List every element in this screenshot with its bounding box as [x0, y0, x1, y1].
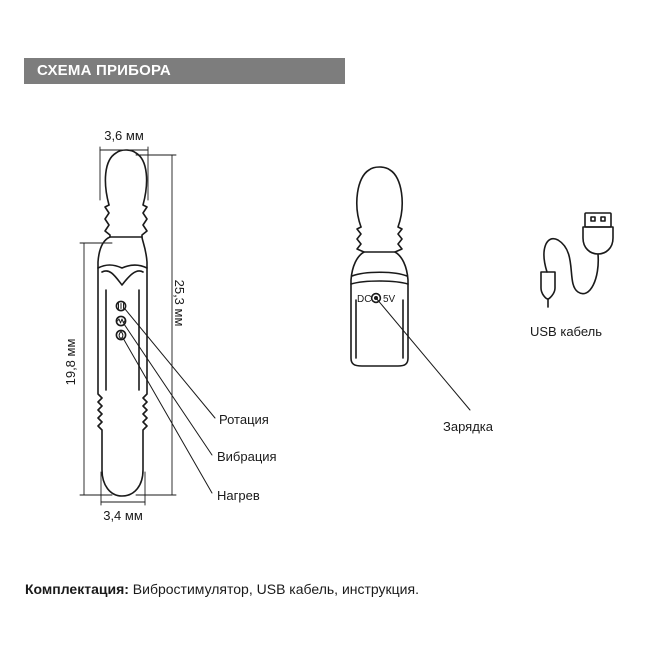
vibration-label: Вибрация — [217, 449, 277, 464]
heating-label: Нагрев — [217, 488, 260, 503]
vibration-icon — [117, 318, 125, 324]
rotation-icon — [118, 303, 124, 309]
button-icons — [117, 303, 125, 339]
side-body — [350, 251, 409, 367]
heating-icon — [118, 331, 124, 339]
side-collar-inner — [350, 280, 409, 285]
wand-collar-inner — [101, 270, 144, 286]
side-head-left — [356, 226, 365, 253]
usb-plug-slot-left — [590, 216, 596, 222]
package-contents-value: Вибростимулятор, USB кабель, инструкция. — [128, 581, 419, 597]
usb-plug-metal — [584, 212, 612, 228]
heating-button — [115, 329, 127, 341]
wand-head-left — [104, 204, 111, 238]
leader-lines — [122, 297, 471, 494]
usb-plug-slot-right — [600, 216, 606, 222]
top-width-label: 3,6 мм — [104, 128, 144, 143]
dc-port-center — [373, 295, 378, 300]
port-dc-label: DC — [357, 294, 371, 305]
total-length-label: 25,3 мм — [172, 280, 187, 327]
page-title: СХЕМА ПРИБОРА — [37, 62, 171, 79]
handle-length-label: 19,8 мм — [63, 339, 78, 386]
package-contents: Комплектация: Вибростимулятор, USB кабел… — [25, 581, 419, 597]
device-side-view — [350, 166, 409, 367]
side-collar — [351, 271, 408, 277]
charging-label: Зарядка — [443, 419, 494, 434]
usb-cable — [540, 212, 614, 308]
rotation-button — [115, 300, 127, 312]
usb-plug-housing — [582, 226, 614, 255]
wand-device — [97, 149, 148, 497]
dc-port — [370, 292, 382, 304]
rotation-label: Ротация — [219, 412, 269, 427]
port-voltage-label: 5V — [383, 294, 396, 305]
header-bar: СХЕМА ПРИБОРА — [24, 58, 345, 84]
usb-cable-line — [543, 237, 600, 295]
wand-head — [104, 149, 148, 238]
side-head — [356, 166, 403, 253]
bottom-width-label: 3,4 мм — [103, 508, 143, 523]
vibration-button — [115, 315, 127, 327]
package-contents-label: Комплектация: — [25, 581, 129, 597]
wand-collar — [97, 264, 148, 269]
dc-plug — [540, 271, 556, 300]
dimension-lines — [79, 146, 177, 506]
usb-cable-label: USB кабель — [530, 324, 602, 339]
wand-body — [97, 236, 148, 497]
side-seam — [355, 299, 404, 359]
